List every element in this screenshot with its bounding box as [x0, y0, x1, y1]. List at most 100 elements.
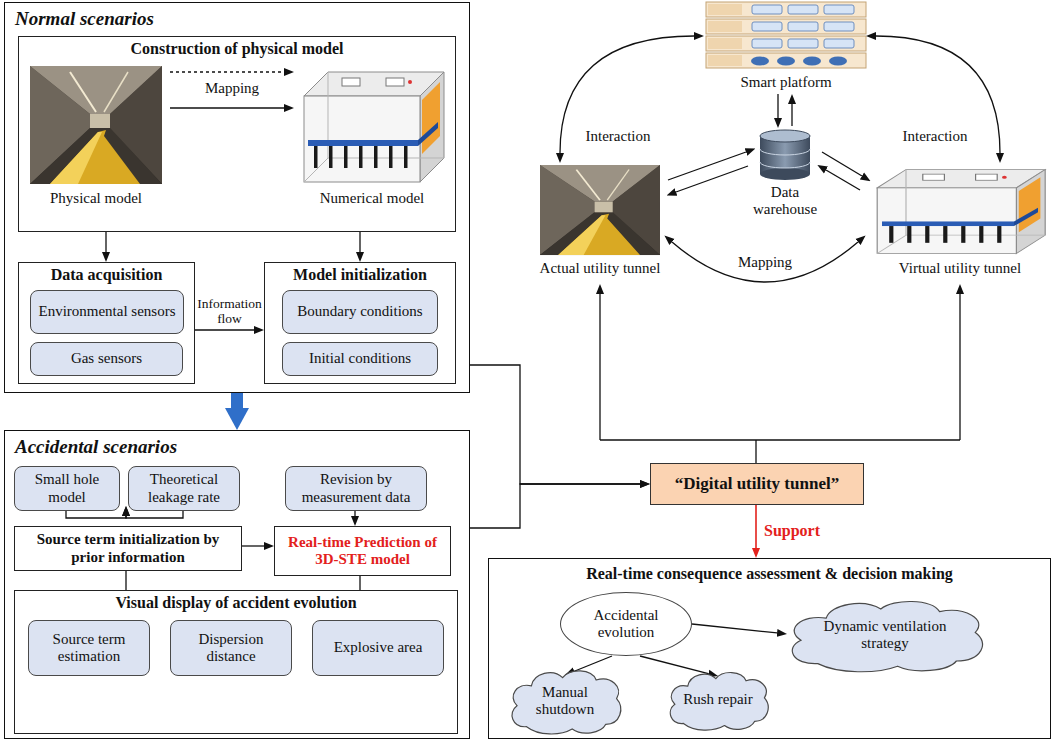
- box-label: Initial conditions: [309, 350, 411, 367]
- platform-icon: [803, 57, 821, 66]
- caption-label: Physical model: [31, 190, 161, 207]
- photo-pictures: [30, 66, 1045, 255]
- process-box: Source term estimation: [28, 620, 150, 676]
- event-ellipse: Accidental evolution: [560, 592, 692, 656]
- platform-icon: [706, 53, 866, 68]
- connector-arrow: [66, 511, 126, 518]
- platform-icon: [788, 5, 818, 14]
- flow-arrows: [170, 107, 284, 108]
- process-box: Boundary conditions: [282, 290, 438, 334]
- actual-tunnel-photo: [540, 165, 660, 255]
- cloud-outline: [670, 673, 768, 731]
- physical-photo: [30, 66, 162, 184]
- platform-icon: [777, 57, 795, 66]
- connector-arrow: [359, 232, 360, 252]
- flow-arrows: [170, 71, 284, 72]
- connector-arrow: [470, 365, 640, 484]
- caption-label: Interaction: [890, 128, 980, 145]
- process-box: Gas sensors: [30, 342, 183, 376]
- process-box: Initial conditions: [282, 342, 438, 376]
- edge-label: Information flow: [195, 296, 265, 327]
- platform-icon: [824, 22, 854, 31]
- platform-icon: [752, 22, 782, 31]
- box-label: Source term estimation: [35, 631, 143, 666]
- flow-arrows: [791, 104, 792, 126]
- box-title: Visual display of accident evolution: [19, 594, 453, 612]
- box-label: Real-time Prediction of 3D-STE model: [281, 534, 444, 569]
- box-label: Source term initialization by prior info…: [21, 531, 235, 566]
- flow-arrows: [600, 439, 960, 440]
- flow-arrows: [170, 36, 1000, 463]
- platform-icon: [706, 2, 866, 17]
- caption-label: Interaction: [573, 128, 663, 145]
- connector-arrow: [692, 624, 777, 633]
- connector-arrow: [195, 329, 254, 330]
- box-label: Explosive area: [334, 639, 423, 656]
- connector-arrow: [755, 505, 757, 548]
- hub-box: “Digital utility tunnel”: [650, 463, 864, 505]
- box-label: Boundary conditions: [297, 303, 422, 320]
- box-label: Manual shutdown: [525, 684, 605, 719]
- connector-arrow: [105, 232, 106, 252]
- box-title: Construction of physical model: [23, 40, 451, 58]
- decision-panel: Real-time consequence assessment & decis…: [488, 558, 1051, 739]
- database-icon: [760, 168, 810, 180]
- box-label: Rush repair: [683, 691, 753, 708]
- box-title: Data acquisition: [23, 266, 190, 284]
- platform-icon: [824, 5, 854, 14]
- platform-icon: [706, 19, 866, 34]
- process-box: Small hole model: [14, 466, 120, 511]
- box-title: Model initialization: [269, 266, 451, 284]
- platform-icon: [788, 39, 818, 48]
- platform-icon: [829, 57, 847, 66]
- connector-arrow: [231, 393, 243, 408]
- flow-arrows: [599, 294, 600, 440]
- action-cloud: Manual shutdown: [505, 666, 625, 736]
- caption-label: Smart platform: [721, 74, 851, 91]
- scenario-panel: Accidental scenariosSmall hole model Theo…: [4, 430, 470, 739]
- database-icon: [760, 149, 810, 155]
- connector-arrow: [125, 571, 126, 590]
- numerical-picture: [304, 72, 444, 182]
- box-title: Normal scenarios: [15, 8, 469, 30]
- edge-label: Support: [764, 522, 820, 540]
- platform-icon: [751, 57, 769, 66]
- connector-arrow: [359, 576, 360, 590]
- platform-icon: [706, 36, 866, 51]
- cloud-outline: [792, 601, 982, 671]
- caption-label: Mapping: [720, 254, 810, 271]
- caption-label: Virtual utility tunnel: [880, 260, 1040, 277]
- database-icon: [760, 136, 810, 174]
- process-box: Revision by measurement data: [285, 466, 427, 511]
- box-title: Real-time consequence assessment & decis…: [489, 565, 1050, 583]
- virtual-tunnel-picture: [877, 170, 1045, 254]
- box-title: Accidental scenarios: [15, 436, 469, 458]
- caption-label: Numerical model: [297, 190, 447, 207]
- platform-icon: [708, 21, 742, 32]
- platform-icon: [708, 4, 742, 15]
- connector-arrow: [640, 656, 708, 674]
- database-icon: [760, 130, 810, 142]
- group-box: Visual display of accident evolutionSour…: [14, 590, 458, 734]
- process-box: Theoretical leakage rate: [128, 466, 240, 511]
- box-label: Small hole model: [21, 471, 113, 506]
- database-icon: [760, 130, 810, 180]
- action-cloud: Rush repair: [664, 668, 772, 732]
- cloud-outline: [512, 671, 621, 734]
- process-box: Source term initialization by prior info…: [14, 526, 242, 571]
- platform-icon: [824, 39, 854, 48]
- flow-arrows: [959, 294, 960, 440]
- box-label: Gas sensors: [71, 350, 142, 367]
- connector-arrow: [354, 511, 355, 516]
- caption-label: Actual utility tunnel: [525, 260, 675, 277]
- flow-arrows: [822, 152, 862, 176]
- flow-arrows: [668, 152, 746, 180]
- process-box: Environmental sensors: [30, 290, 184, 334]
- flow-arrows: [826, 170, 860, 190]
- connector-arrow: [574, 656, 612, 671]
- connector-arrow: [470, 484, 640, 528]
- platform-icon: [752, 39, 782, 48]
- connector-arrow: [126, 511, 183, 518]
- database-icon: [760, 162, 810, 168]
- platform-icon: [788, 22, 818, 31]
